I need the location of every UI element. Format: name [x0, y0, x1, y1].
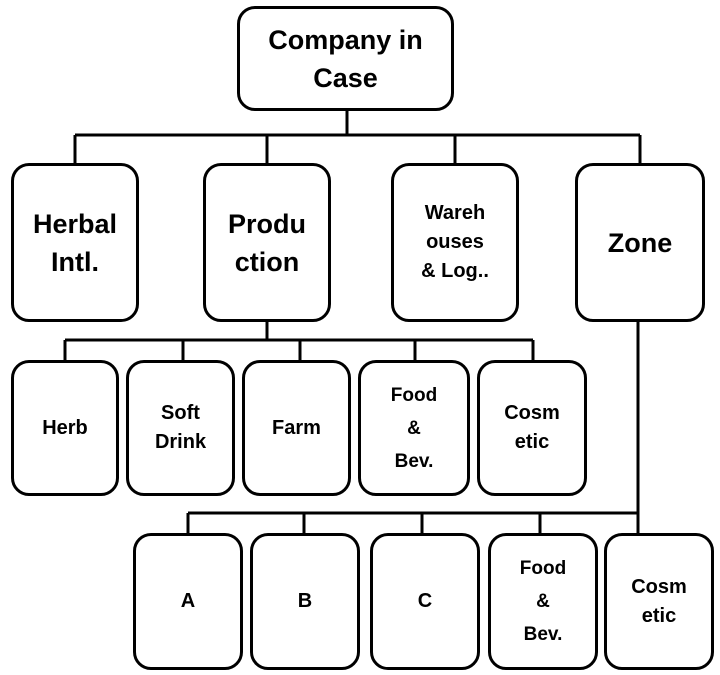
- node-zone-food-bev-label: Food & Bev.: [519, 558, 567, 645]
- node-warehouses: Wareh ouses & Log..: [391, 163, 519, 322]
- node-zone-a-label: A: [180, 590, 196, 612]
- node-soft-drink-label: Soft Drink: [154, 402, 207, 453]
- node-farm: Farm: [242, 360, 351, 496]
- node-warehouses-label: Wareh ouses & Log..: [421, 202, 489, 282]
- node-herb-label: Herb: [42, 416, 88, 439]
- node-farm-label: Farm: [272, 416, 321, 439]
- node-production-label: Produ ction: [228, 208, 306, 277]
- node-zone-label: Zone: [607, 227, 673, 258]
- node-zone: Zone: [575, 163, 705, 322]
- node-company-in-case: Company in Case: [237, 6, 454, 111]
- node-zone-cosmetic-label: Cosm etic: [631, 575, 687, 627]
- node-food-bev: Food & Bev.: [358, 360, 470, 496]
- node-cosmetic-label: Cosm etic: [504, 402, 560, 453]
- node-zone-b: B: [250, 533, 360, 670]
- node-herbal-intl: Herbal Intl.: [11, 163, 139, 322]
- node-soft-drink: Soft Drink: [126, 360, 235, 496]
- node-cosmetic: Cosm etic: [477, 360, 587, 496]
- node-herbal-intl-label: Herbal Intl.: [32, 208, 118, 277]
- node-company-in-case-label: Company in Case: [268, 24, 423, 93]
- node-zone-food-bev: Food & Bev.: [488, 533, 598, 670]
- node-zone-c: C: [370, 533, 480, 670]
- node-production: Produ ction: [203, 163, 331, 322]
- node-herb: Herb: [11, 360, 119, 496]
- node-zone-b-label: B: [297, 590, 313, 612]
- node-zone-cosmetic: Cosm etic: [604, 533, 714, 670]
- node-food-bev-label: Food & Bev.: [390, 384, 438, 472]
- node-zone-a: A: [133, 533, 243, 670]
- node-zone-c-label: C: [417, 590, 433, 612]
